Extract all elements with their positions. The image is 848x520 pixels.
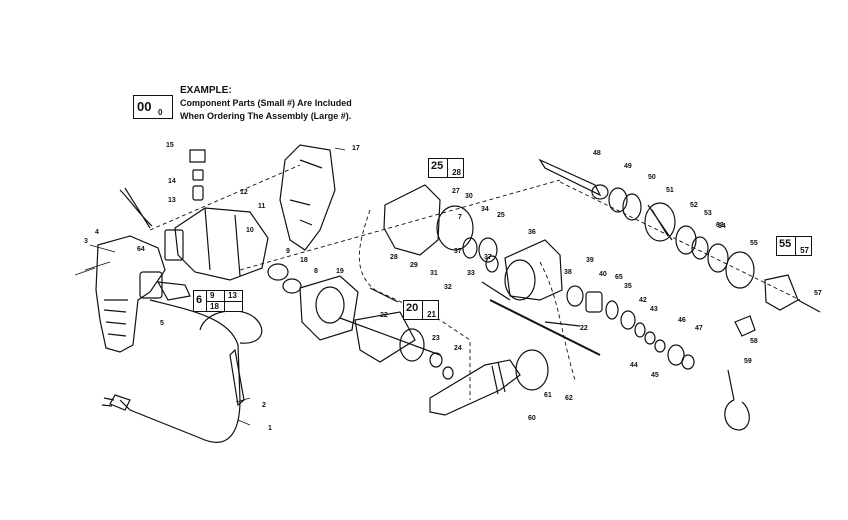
part-number-label: 64 [137, 246, 145, 253]
part-number-label: 60 [528, 415, 536, 422]
assembly-box-20: 20 21 [403, 300, 439, 320]
part-number-label: 18 [300, 257, 308, 264]
part-number-label: 50 [648, 174, 656, 181]
part-number-label: 40 [599, 271, 607, 278]
part-number-label: 35 [624, 283, 632, 290]
part-number-label: 32 [444, 284, 452, 291]
part-number-label: 37 [454, 248, 462, 255]
example-line-2: When Ordering The Assembly (Large #). [180, 111, 352, 121]
part-number-label: 17 [352, 145, 360, 152]
assembly-small: 57 [800, 246, 809, 255]
motor-housing [174, 207, 269, 281]
part-number-label: 54 [718, 223, 726, 230]
part-number-label: 30 [465, 193, 473, 200]
part-number-label: 44 [630, 362, 638, 369]
part-number-label: 31 [430, 270, 438, 277]
part-number-label: 46 [678, 317, 686, 324]
armature [354, 311, 416, 363]
assembly-small: 21 [427, 310, 436, 319]
part-number-label: 28 [390, 254, 398, 261]
spindle [538, 158, 602, 197]
part-number-label: 7 [458, 214, 462, 221]
part-number-label: 39 [586, 257, 594, 264]
part-number-label: 53 [704, 210, 712, 217]
part-number-label: 11 [258, 203, 266, 210]
part-number-label: 12 [240, 189, 248, 196]
part-number-label: 33 [467, 270, 475, 277]
part-number-label: 51 [666, 187, 674, 194]
part-number-label: 62 [565, 395, 573, 402]
part-number-label: 42 [639, 297, 647, 304]
assembly-big: 55 [779, 238, 792, 250]
part-number-label: 29 [410, 262, 418, 269]
example-big-number: 00 [137, 99, 152, 114]
part-number-label: 14 [168, 178, 176, 185]
part-number-label: 48 [593, 150, 601, 157]
example-small-number: 0 [158, 108, 163, 117]
part-number-label: 5 [160, 320, 164, 327]
part-number-label: 43 [650, 306, 658, 313]
part-number-label: 27 [452, 188, 460, 195]
part-number-label: 52 [690, 202, 698, 209]
assembly-big: 25 [431, 160, 444, 172]
part-number-label: 59 [744, 358, 752, 365]
part-number-label: 65 [615, 274, 623, 281]
assembly-box-55: 55 57 [776, 236, 812, 256]
part-number-label: 66 [0, 0, 1, 1]
part-number-label: 58 [750, 338, 758, 345]
part-number-label: 8 [314, 268, 318, 275]
part-number-label: 61 [544, 392, 552, 399]
part-number-label: 3 [84, 238, 88, 245]
part-number-label: 45 [651, 372, 659, 379]
part-number-label: 15 [166, 142, 174, 149]
gear-housing [383, 184, 441, 256]
part-number-label: 22 [580, 325, 588, 332]
part-number-label: 25 [497, 212, 505, 219]
part-number-label: 63 [716, 222, 724, 229]
assembly-small: 18 [210, 302, 219, 311]
assembly-small: 9 [210, 291, 215, 300]
rear-cover [279, 144, 336, 251]
part-number-label: 36 [528, 229, 536, 236]
drill-handle-body [95, 235, 166, 353]
assembly-box-25: 25 28 [428, 158, 464, 178]
field-stator [299, 275, 359, 341]
part-number-label: 34 [481, 206, 489, 213]
part-number-label: 9 [286, 248, 290, 255]
chuck [764, 274, 799, 311]
part-number-label: 24 [454, 345, 462, 352]
part-number-label: 23 [432, 335, 440, 342]
power-cord [119, 299, 241, 443]
part-number-label: 49 [624, 163, 632, 170]
assembly-big: 20 [406, 302, 419, 314]
assembly-box-6: 6 9 13 18 [193, 290, 243, 312]
part-number-label: 55 [750, 240, 758, 247]
part-number-label: 13 [168, 197, 176, 204]
part-number-label: 10 [246, 227, 254, 234]
assembly-small: 13 [228, 291, 237, 300]
example-box: 00 0 [133, 95, 173, 119]
part-number-label: 47 [695, 325, 703, 332]
assembly-small: 28 [452, 168, 461, 177]
assembly-big: 6 [196, 294, 203, 306]
part-number-label: 37 [484, 254, 492, 261]
side-handle [429, 359, 521, 416]
part-number-label: 38 [564, 269, 572, 276]
part-number-label: 2 [262, 402, 266, 409]
gear [644, 202, 676, 242]
part-number-label: 19 [336, 268, 344, 275]
part-number-label: 1 [268, 425, 272, 432]
example-heading: EXAMPLE: [180, 85, 232, 96]
example-line-1: Component Parts (Small #) Are Included [180, 98, 352, 108]
part-number-label: 4 [95, 229, 99, 236]
part-number-label: 57 [814, 290, 822, 297]
front-housing [504, 239, 563, 301]
part-number-label: 22 [380, 312, 388, 319]
